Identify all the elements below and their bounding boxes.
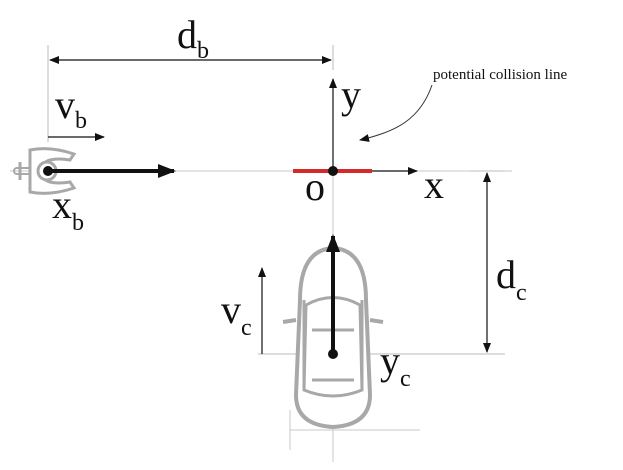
d-b-label: db — [177, 12, 209, 64]
origin-label: o — [305, 164, 325, 209]
d-c-label: dc — [496, 252, 527, 306]
annotation-leader — [359, 84, 433, 142]
v-b-label: vb — [55, 82, 87, 134]
v-c-label: vc — [221, 287, 252, 341]
y-c-label: yc — [380, 338, 411, 392]
car-center-dot — [328, 349, 338, 359]
bicycle-center-dot — [43, 166, 53, 176]
y-axis-label: y — [341, 72, 361, 117]
x-axis-label: x — [424, 162, 444, 207]
x-b-label: xb — [52, 182, 84, 236]
collision-line-annotation: potential collision line — [433, 67, 567, 83]
origin-dot — [328, 166, 338, 176]
